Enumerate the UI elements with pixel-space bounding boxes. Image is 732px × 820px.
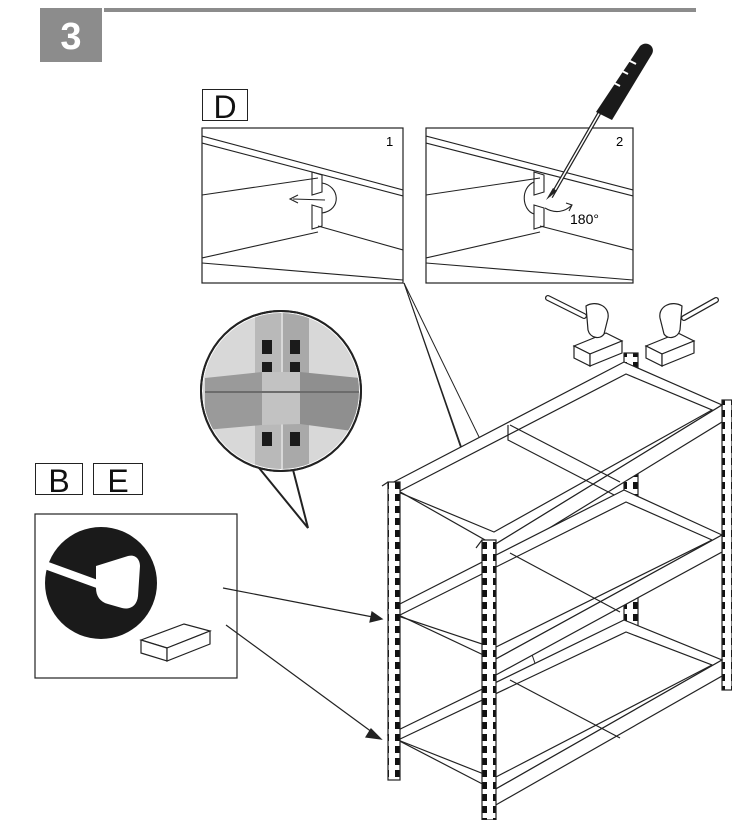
detail-panel-2: 2 180°: [425, 43, 653, 284]
detail-e-label: E: [93, 463, 143, 498]
shelving-rack: [381, 352, 732, 820]
detail-be-panel: [34, 513, 238, 679]
wood-block-icon: [139, 623, 212, 662]
screwdriver-icon: [546, 43, 653, 200]
detail-d-label: D: [202, 89, 248, 124]
header-rule: [104, 8, 696, 12]
zoom-detail-bubble: [200, 310, 362, 529]
detail-panel-1: 1: [201, 127, 404, 284]
panel-1-number: 1: [386, 134, 393, 149]
detail-b-label: B: [35, 463, 83, 498]
be-pointer-arrows: [222, 587, 384, 740]
rotation-angle-label: 180°: [570, 211, 599, 227]
rubber-mallet-icon: [545, 295, 624, 367]
panel-2-number: 2: [616, 134, 623, 149]
mallet-icon: [41, 555, 140, 609]
step-number-badge: 3: [40, 8, 102, 62]
rubber-mallet-icon-2: [644, 297, 719, 367]
